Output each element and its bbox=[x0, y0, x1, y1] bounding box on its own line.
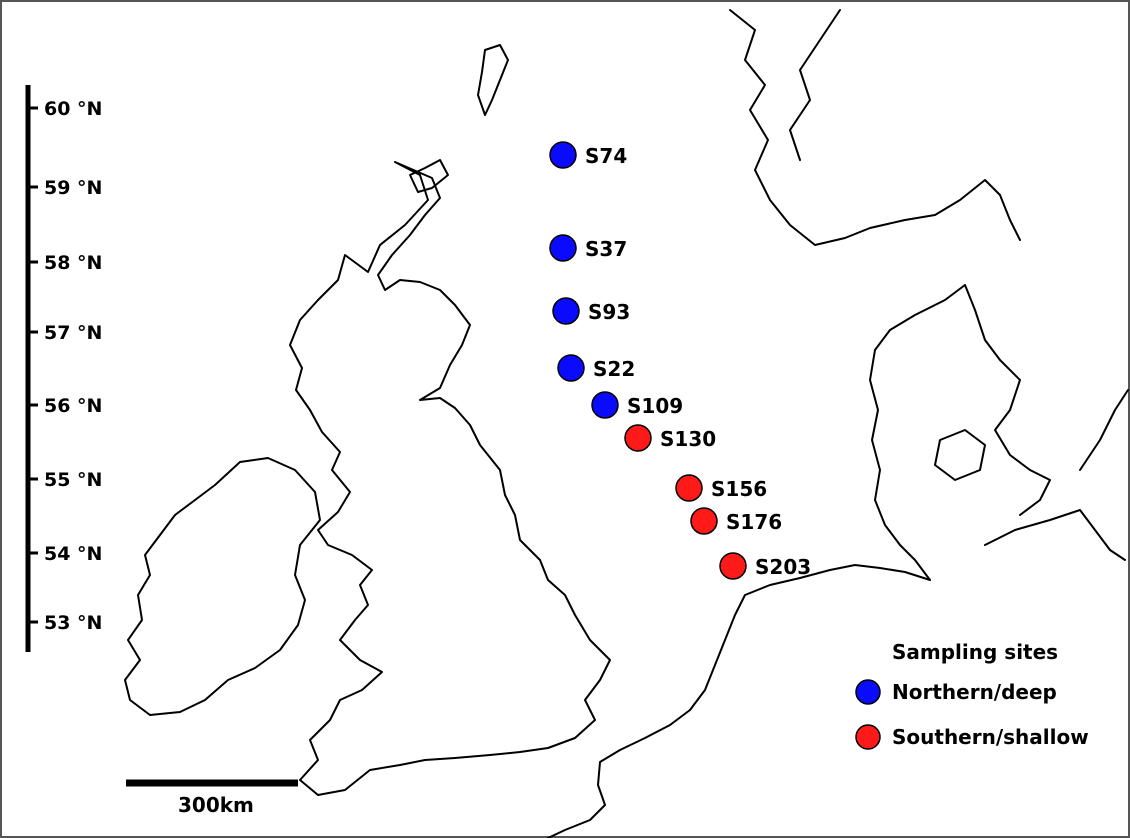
site-label-s74: S74 bbox=[585, 144, 627, 168]
denmark-coast bbox=[869, 284, 1051, 581]
site-marker-s130 bbox=[624, 424, 652, 452]
latitude-tick-label: 53 °N bbox=[44, 612, 102, 634]
great-britain-coast bbox=[289, 161, 611, 796]
orkney-coast bbox=[409, 159, 449, 193]
latitude-tick-label: 56 °N bbox=[44, 395, 102, 417]
site-marker-s74 bbox=[549, 141, 577, 169]
latitude-tick-label: 59 °N bbox=[44, 177, 102, 199]
scale-bar: 300km bbox=[126, 779, 298, 817]
legend-swatch-southern bbox=[855, 724, 881, 750]
latitude-axis: 60 °N 59 °N 58 °N 57 °N 56 °N 55 °N 54 °N 53 °N bbox=[25, 85, 102, 652]
site-label-s176: S176 bbox=[726, 510, 782, 534]
baltic-coast bbox=[984, 509, 1126, 561]
site-label-s203: S203 bbox=[755, 555, 811, 579]
latitude-ticks: 60 °N 59 °N 58 °N 57 °N 56 °N 55 °N 54 °N 53 °N bbox=[28, 98, 102, 634]
latitude-tick-label: 60 °N bbox=[44, 98, 102, 120]
latitude-tick-label: 55 °N bbox=[44, 469, 102, 491]
legend-swatch-northern bbox=[855, 679, 881, 705]
site-label-s93: S93 bbox=[588, 300, 630, 324]
site-marker-s156 bbox=[675, 474, 703, 502]
site-label-s37: S37 bbox=[585, 237, 627, 261]
ireland-coast bbox=[124, 457, 321, 716]
sweden-coast bbox=[1079, 389, 1129, 471]
shetland-coast bbox=[477, 44, 509, 116]
site-label-s109: S109 bbox=[627, 394, 683, 418]
site-marker-s109 bbox=[591, 391, 619, 419]
latitude-tick-label: 54 °N bbox=[44, 543, 102, 565]
legend: Sampling sites Northern/deep Southern/sh… bbox=[855, 640, 1089, 750]
site-marker-s203 bbox=[719, 552, 747, 580]
site-label-s130: S130 bbox=[660, 427, 716, 451]
latitude-tick-label: 57 °N bbox=[44, 322, 102, 344]
site-marker-s176 bbox=[690, 507, 718, 535]
coastlines bbox=[124, 9, 1129, 838]
site-marker-s37 bbox=[549, 234, 577, 262]
continent-coast bbox=[547, 564, 931, 838]
latitude-tick-label: 58 °N bbox=[44, 252, 102, 274]
site-marker-s93 bbox=[552, 297, 580, 325]
site-label-s22: S22 bbox=[593, 357, 635, 381]
legend-label-southern: Southern/shallow bbox=[892, 725, 1089, 749]
site-label-s156: S156 bbox=[711, 477, 767, 501]
scale-bar-label: 300km bbox=[178, 793, 254, 817]
site-marker-s22 bbox=[557, 354, 585, 382]
norway-coast bbox=[729, 9, 1021, 246]
legend-label-northern: Northern/deep bbox=[892, 680, 1057, 704]
legend-title: Sampling sites bbox=[892, 640, 1058, 664]
danish-islands-coast bbox=[934, 429, 986, 481]
